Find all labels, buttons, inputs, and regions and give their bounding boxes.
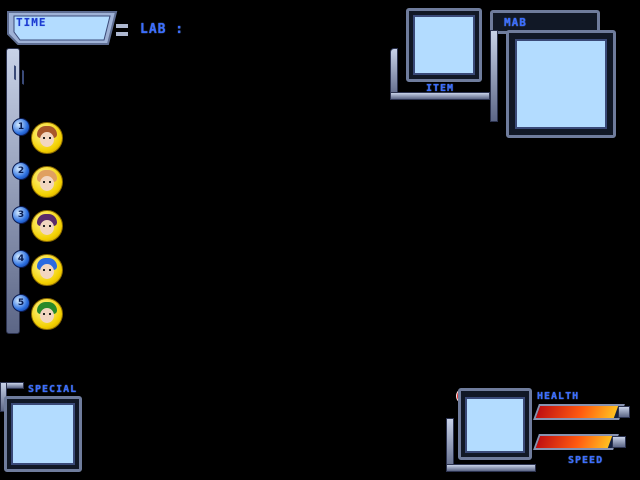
rank-badge: 3 — [12, 206, 30, 224]
character-face — [40, 308, 54, 323]
item-slot — [413, 15, 475, 75]
green-haired-racer-portrait — [31, 298, 63, 330]
health-bar-cap — [618, 406, 630, 418]
rank-badge: 4 — [12, 250, 30, 268]
item-connector-pipe-bottom — [390, 92, 490, 100]
special-frame — [4, 396, 82, 472]
health-bar-fill — [535, 406, 619, 418]
minimap-screen — [515, 39, 607, 129]
special-label: SPECIAL — [28, 384, 78, 395]
brown-haired-racer-portrait — [31, 122, 63, 154]
status-frame — [458, 388, 532, 460]
character-eyes — [43, 313, 51, 315]
time-label: TIME — [16, 16, 47, 29]
status-screen — [465, 397, 525, 453]
speed-label: SPEED — [568, 455, 604, 466]
character-face — [40, 132, 54, 147]
time-panel: TIME — [6, 10, 130, 48]
character-eyes — [43, 137, 51, 139]
health-label: HEALTH — [537, 391, 580, 402]
character-face — [40, 220, 54, 235]
blue-hooded-racer-portrait — [31, 254, 63, 286]
special-slot — [11, 403, 75, 465]
map-side-pipe — [490, 30, 498, 122]
speed-bar-cap — [612, 436, 626, 448]
character-eyes — [43, 225, 51, 227]
speed-bar — [533, 434, 619, 450]
rank-badge: 5 — [12, 294, 30, 312]
health-bar — [533, 404, 625, 420]
character-eyes — [43, 181, 51, 183]
rank-badge: 2 — [12, 162, 30, 180]
speed-bar-fill — [535, 436, 613, 448]
character-face — [40, 176, 54, 191]
lap-label: LAB : — [140, 22, 185, 37]
rank-badge: 1 — [12, 118, 30, 136]
item-frame — [406, 8, 482, 82]
character-eyes — [43, 269, 51, 271]
pale-ghost-girl-racer-portrait — [31, 210, 63, 242]
map-label: MAB — [504, 16, 527, 29]
item-connector-pipe — [390, 48, 398, 98]
standings-rail — [6, 48, 20, 334]
map-frame — [506, 30, 616, 138]
status-connector-pipe-bottom — [446, 464, 536, 472]
character-face — [40, 264, 54, 279]
item-label: ITEM — [426, 83, 455, 94]
fox-creature-racer-portrait — [31, 166, 63, 198]
time-panel-frame — [7, 11, 128, 45]
